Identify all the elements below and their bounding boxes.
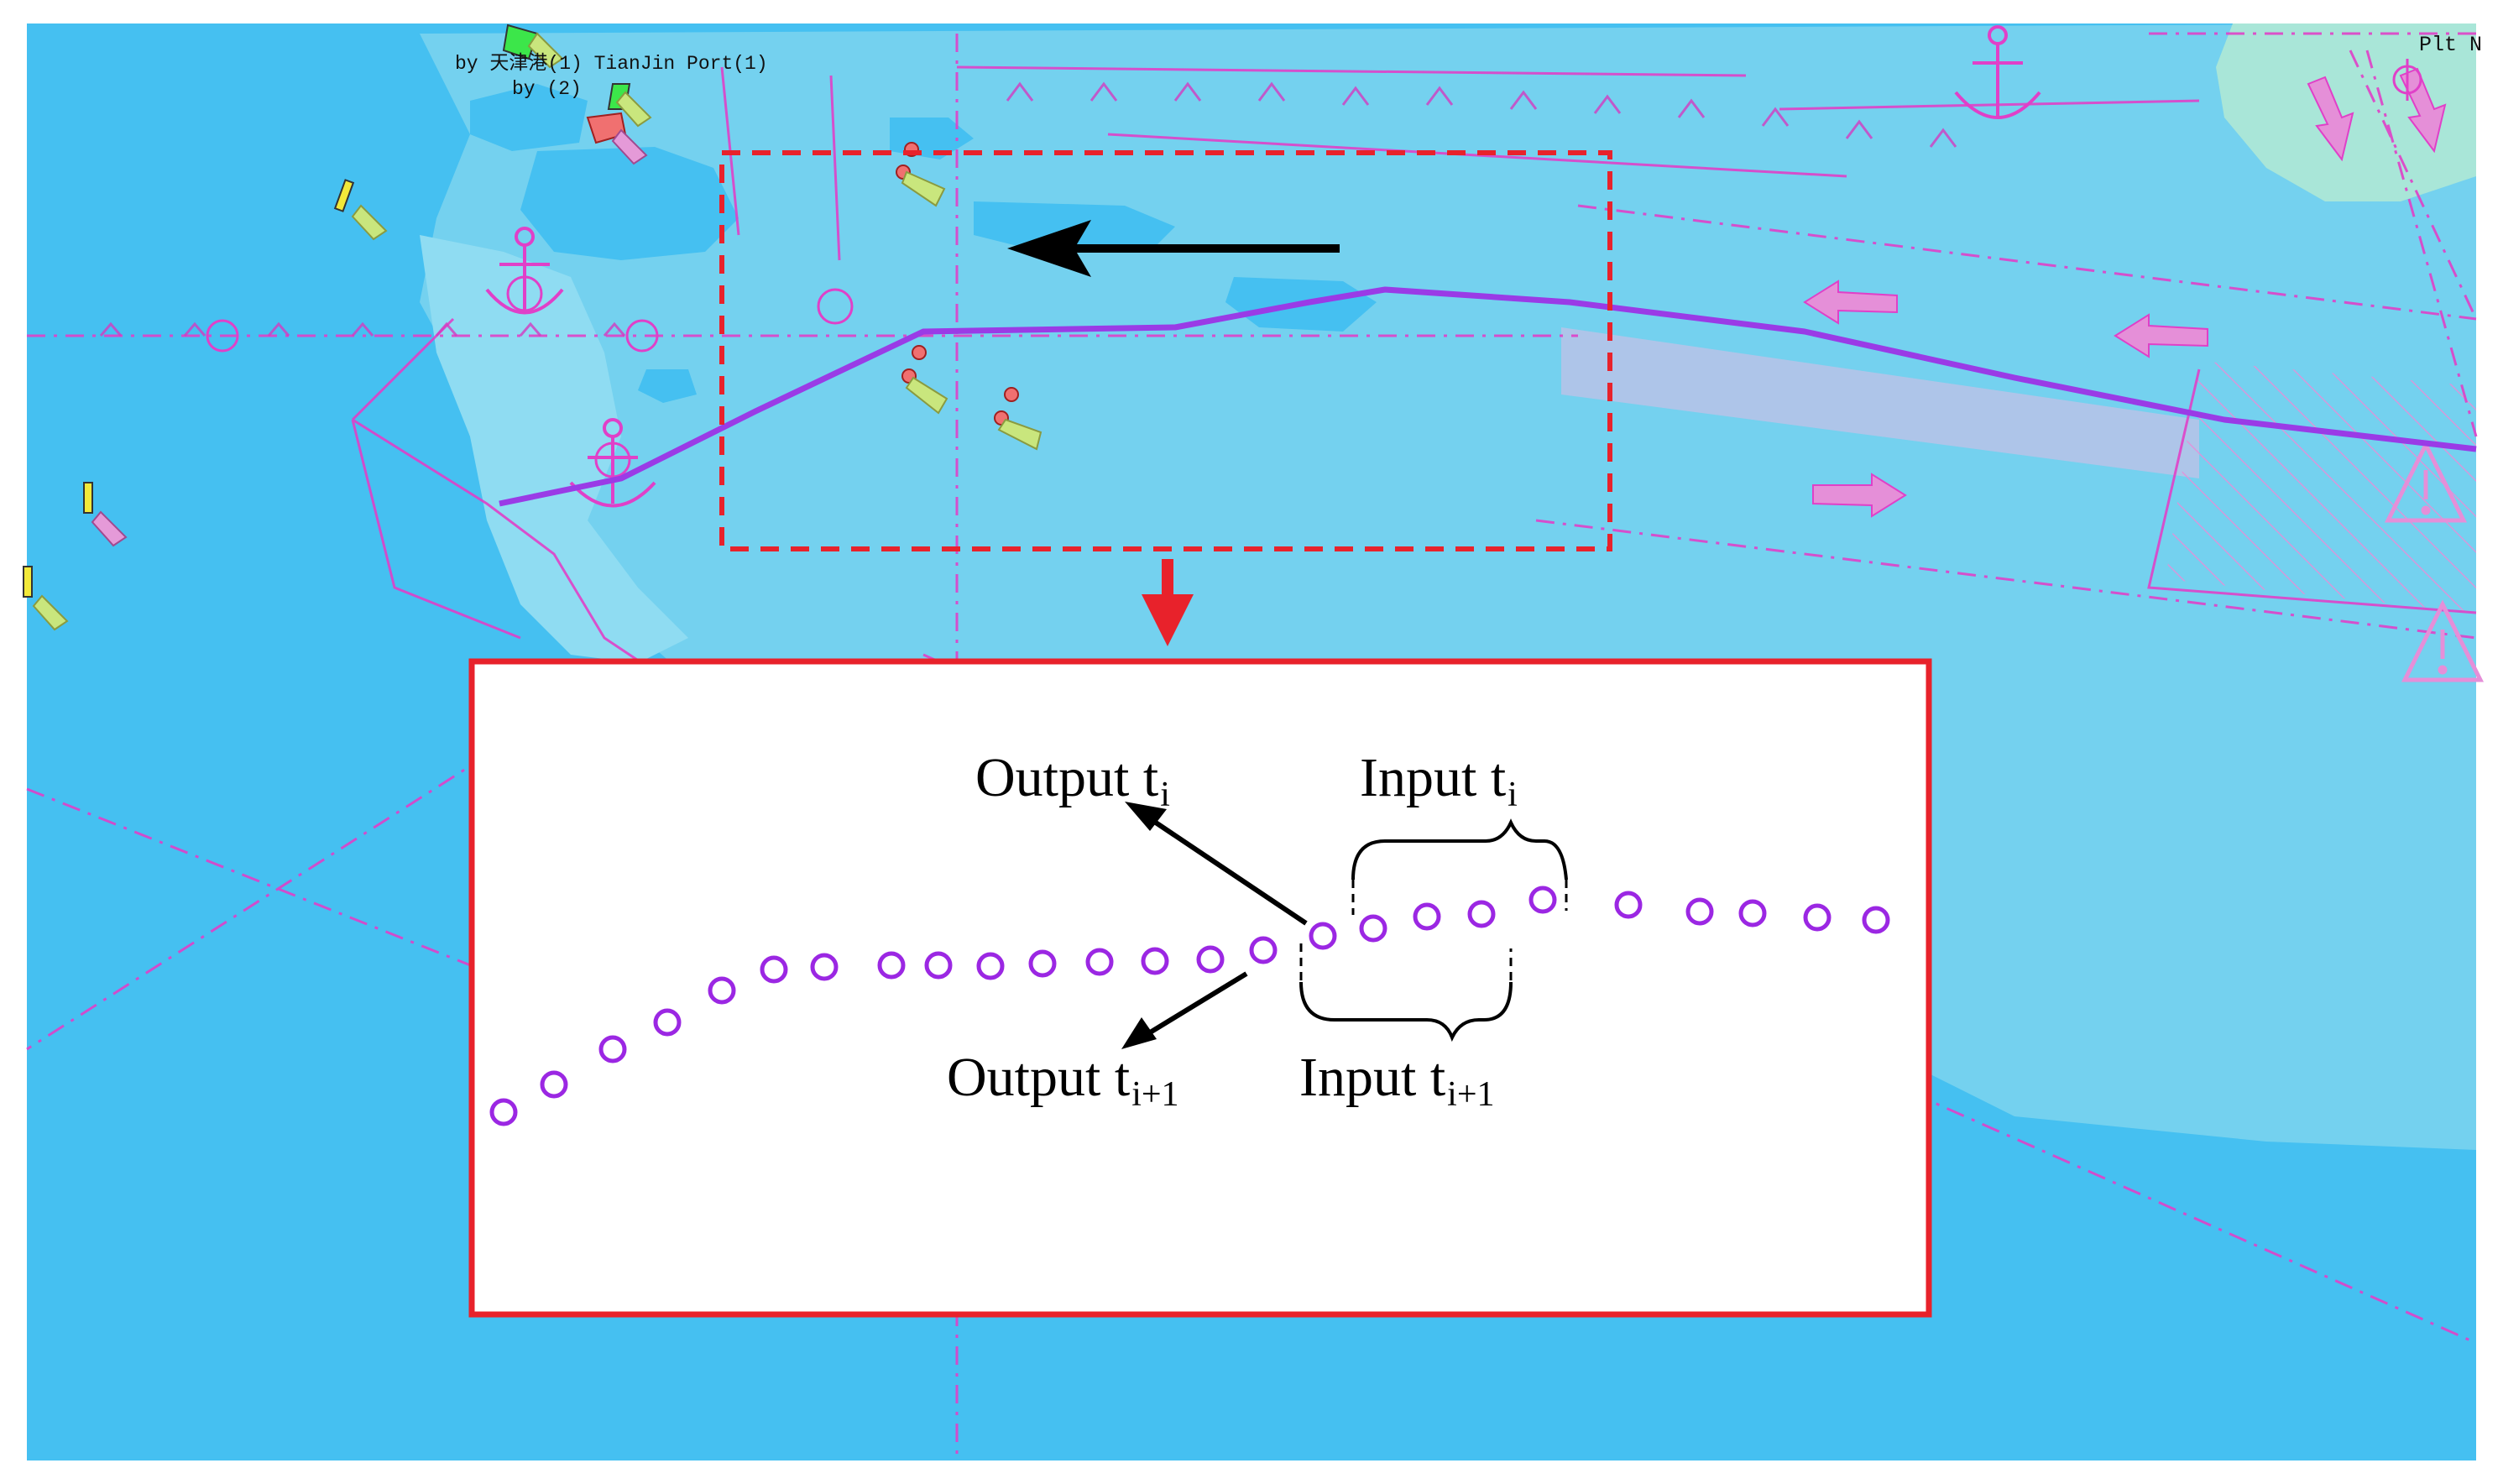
output-ti1-label: Output ti+1 [947, 1047, 1179, 1114]
chart-anchorage-lines [351, 65, 2477, 673]
output-ti1-arrow [1142, 971, 1248, 1039]
trajectory-point [924, 951, 953, 980]
buoy-icon [23, 566, 69, 631]
trajectory-point [1614, 891, 1643, 919]
trajectory-point [1528, 886, 1557, 914]
port-label: by 天津港(1) TianJin Port(1) [455, 52, 768, 75]
buoy-icon [502, 24, 564, 69]
input-ti1-label: Input ti+1 [1299, 1047, 1495, 1114]
restricted-area [2166, 361, 2476, 613]
buoy-icon [333, 179, 388, 241]
trajectory-point [976, 952, 1005, 980]
shallow-water [420, 24, 2476, 1184]
buoy-icon [901, 345, 948, 415]
vessel-track [499, 286, 2477, 507]
selection-frame [719, 150, 1612, 551]
arrowhead-icon [1125, 802, 1167, 831]
traffic-arrow-icon [2114, 313, 2208, 358]
buoy-icon [586, 83, 652, 165]
trajectory-point [1685, 897, 1714, 926]
warning-icon [2384, 440, 2468, 523]
heading-arrow [1007, 220, 1340, 277]
input-ti-label: Input ti [1360, 747, 1518, 814]
shoal-patch [638, 369, 697, 403]
trajectory-point [1196, 945, 1225, 974]
trajectory-point [1413, 902, 1441, 931]
trajectory-point [489, 1098, 518, 1126]
shoal-patch [520, 147, 739, 260]
anchor-icon [485, 227, 564, 315]
trajectory-point [1862, 906, 1890, 934]
trajectory-point [1738, 899, 1767, 928]
output-arrows [1121, 802, 1308, 1049]
trajectory-point [1249, 936, 1278, 964]
traffic-arrow-icon [1803, 280, 1898, 325]
traffic-arrow-icon [2399, 67, 2447, 154]
input-ti1-bracket [1299, 940, 1513, 1042]
inset-panel: Output ti Input ti Output ti+1 Input ti+… [468, 658, 1932, 1318]
arrowhead-icon [1121, 1017, 1157, 1049]
shoal-patch [470, 84, 588, 151]
chart-symbol-icon [206, 275, 854, 478]
port-sub-label: by (2) [512, 78, 582, 100]
trajectory-point [1028, 949, 1057, 978]
traffic-arrows [1803, 67, 2447, 518]
zoom-arrow [1142, 559, 1194, 646]
trajectory-point [1309, 922, 1337, 950]
trajectory-point [1803, 903, 1832, 932]
trajectory-point [1359, 914, 1387, 943]
buoy-icon [994, 387, 1042, 451]
trajectory-point [877, 951, 906, 980]
input-ti-bracket [1351, 818, 1568, 915]
trajectory-point [708, 976, 736, 1005]
output-ti-arrow [1144, 813, 1308, 926]
trajectory-point [653, 1008, 682, 1037]
trajectory-point [1141, 947, 1169, 975]
trajectory-point [540, 1070, 568, 1099]
trajectory-point [1467, 900, 1496, 928]
trajectory-point [1085, 948, 1114, 976]
shoal-area [420, 235, 688, 663]
buoy-icon [83, 482, 128, 547]
trajectory-point [760, 955, 788, 984]
corner-chart-label: Plt N [2419, 33, 2482, 57]
trajectory-point [598, 1035, 627, 1063]
trajectory-points [489, 886, 1890, 1126]
traffic-arrow-icon [1812, 473, 1907, 518]
output-ti-label: Output ti [975, 747, 1170, 814]
pilot-station-icon [2392, 59, 2422, 101]
anchor-icon [1954, 25, 2041, 119]
warning-icon [2401, 599, 2485, 682]
dredged-channel [1561, 327, 2199, 478]
chart-tick-marks [99, 81, 1957, 337]
trajectory-point [810, 953, 839, 981]
inset-frame [468, 658, 1932, 1318]
traffic-arrow-icon [2307, 76, 2354, 162]
